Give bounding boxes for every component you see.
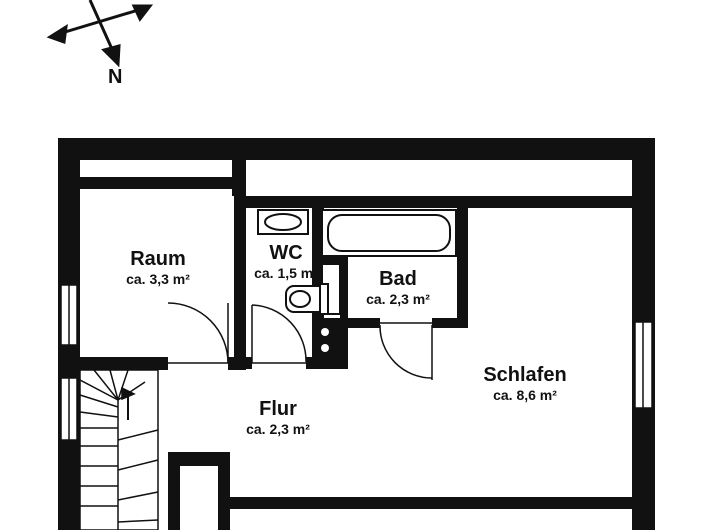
room-name: Raum xyxy=(130,248,186,270)
chimney xyxy=(321,328,329,352)
room-name: Schlafen xyxy=(483,364,567,386)
room-area: ca. 2,3 m² xyxy=(246,421,310,437)
room-label-schlafen: Schlafen ca. 8,6 m² xyxy=(483,364,566,404)
sink-icon xyxy=(257,209,309,235)
room-label-flur: Flur ca. 2,3 m² xyxy=(246,398,310,438)
interior-walls xyxy=(58,189,632,530)
doors xyxy=(167,302,433,380)
room-label-raum: Raum ca. 3,3 m² xyxy=(126,248,190,288)
bathtub-icon xyxy=(321,209,457,257)
toilet-icon xyxy=(285,283,329,315)
room-label-wc: WC ca. 1,5 m² xyxy=(254,242,318,282)
staircase xyxy=(79,369,159,530)
room-area: ca. 1,5 m² xyxy=(254,265,318,281)
room-name: Bad xyxy=(379,268,417,290)
knee-wall xyxy=(80,158,632,208)
north-label: N xyxy=(108,66,123,88)
room-area: ca. 3,3 m² xyxy=(126,271,190,287)
compass-icon xyxy=(46,0,154,68)
windows xyxy=(60,284,653,441)
room-name: Flur xyxy=(259,398,297,420)
room-area: ca. 2,3 m² xyxy=(366,291,430,307)
room-area: ca. 8,6 m² xyxy=(493,387,557,403)
room-name: WC xyxy=(269,242,303,264)
room-label-bad: Bad ca. 2,3 m² xyxy=(366,268,430,308)
